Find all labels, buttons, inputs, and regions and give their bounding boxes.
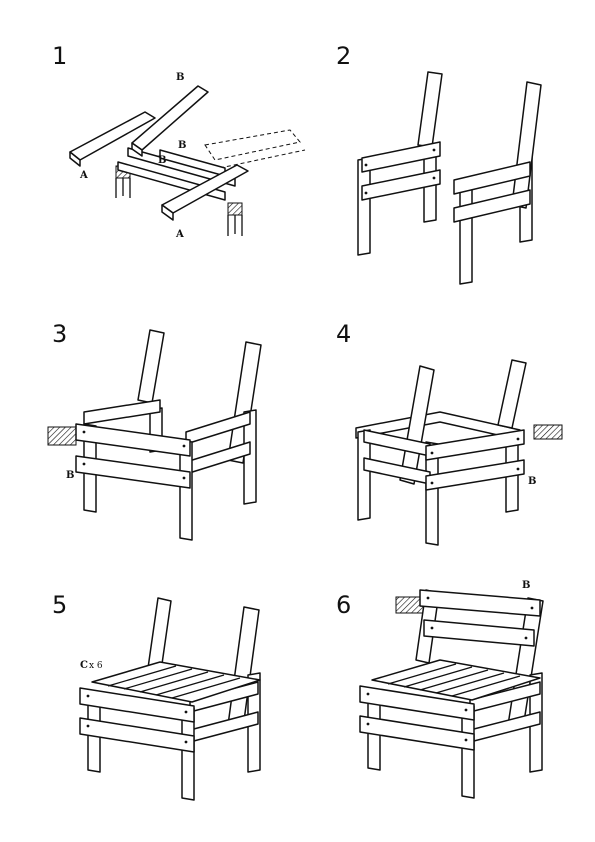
part-label-b: B <box>522 580 530 591</box>
side-left-rail-top <box>361 141 441 173</box>
side-right-backrest-post <box>511 81 542 209</box>
step-number: 2 <box>336 42 351 70</box>
front-rail-bottom <box>79 717 195 753</box>
step-number: 5 <box>52 591 67 619</box>
step-2: 2 <box>336 42 542 285</box>
front-rail-top <box>359 685 475 721</box>
step-number: 1 <box>52 42 67 70</box>
side-right-rail-top <box>453 161 531 195</box>
side-rail-left-bottom <box>363 457 431 485</box>
front-rail-bottom <box>425 459 525 491</box>
backrest-slat-b-bottom <box>423 619 535 647</box>
front-rail-top <box>75 423 191 457</box>
dashed-work-surface <box>204 129 301 161</box>
front-rail-bottom <box>359 715 475 751</box>
leg-front-center <box>425 441 439 546</box>
side-left-rail-bottom <box>361 169 441 201</box>
backrest-post-right <box>497 359 527 429</box>
part-quantity: x 6 <box>89 661 103 671</box>
step-4: 4 B <box>336 320 563 546</box>
part-label-b: B <box>176 72 184 83</box>
side-right-rail-bottom <box>453 189 531 223</box>
part-label-b: B <box>528 476 536 487</box>
front-rail-top <box>79 687 195 723</box>
part-label-c: C <box>80 660 88 671</box>
clamp-block <box>533 424 563 440</box>
side-right-leg-front <box>459 185 473 285</box>
backrest-slat-b-top <box>419 589 541 617</box>
backrest-post-right <box>227 341 262 464</box>
step-number: 4 <box>336 320 351 348</box>
front-rail-top <box>425 429 525 461</box>
step-5: 5 C x 6 <box>52 591 261 801</box>
part-label-b: B <box>178 140 186 151</box>
part-label-b: B <box>158 155 166 166</box>
step-number: 6 <box>336 591 351 619</box>
clamp-block <box>47 426 77 446</box>
backrest-post-left <box>399 365 435 485</box>
backrest-post-left <box>137 329 165 404</box>
side-left-leg-front <box>357 157 371 256</box>
seat-slats <box>387 663 521 697</box>
part-label-a: A <box>79 170 88 181</box>
side-left-backrest-post <box>417 71 443 148</box>
part-label-b: B <box>66 470 74 481</box>
step-1: 1 B A B B A <box>52 42 306 240</box>
clamp-right <box>227 202 243 216</box>
leg-back-right <box>243 409 257 505</box>
seat-slats-c <box>107 665 241 699</box>
step-6: 6 B <box>336 580 544 799</box>
front-rail-bottom <box>75 455 191 489</box>
side-rail-top <box>83 399 161 425</box>
step-number: 3 <box>52 320 67 348</box>
step-3: 3 B <box>47 320 262 541</box>
backrest-post-left <box>147 597 172 672</box>
part-label-a: A <box>175 229 184 240</box>
